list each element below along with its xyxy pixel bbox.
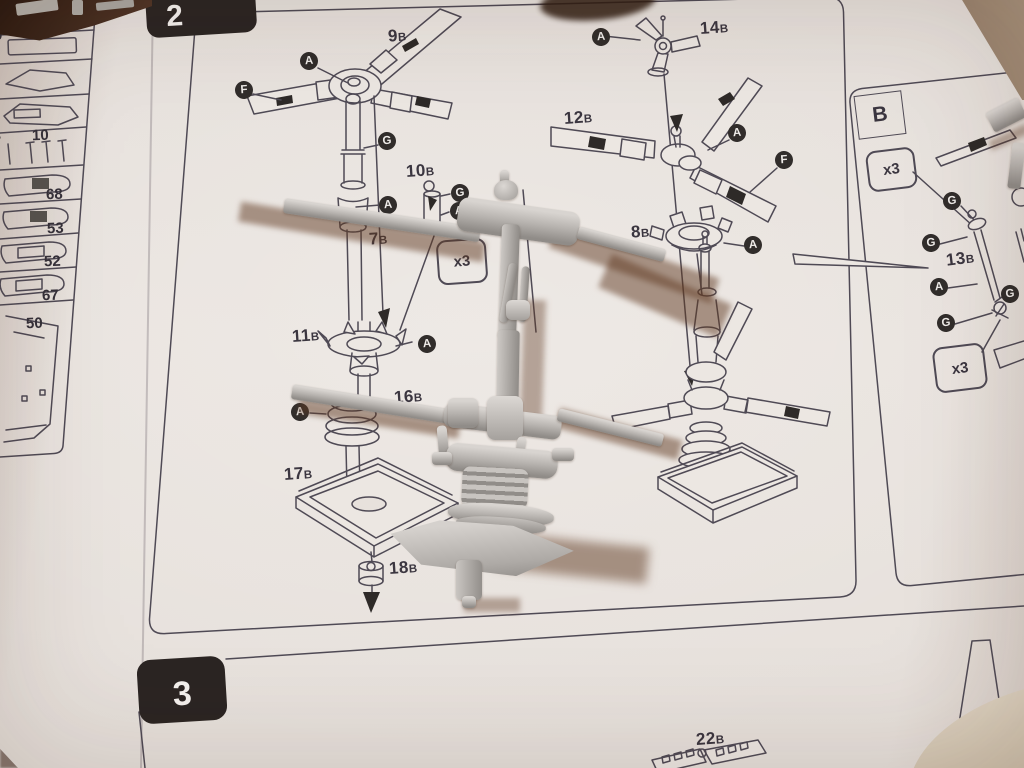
step3-panel-border <box>138 605 1024 768</box>
part-suffix: B <box>965 253 976 267</box>
part-11b-drawing <box>317 321 413 397</box>
part-number: 14 <box>699 17 721 38</box>
part-suffix: B <box>310 331 321 344</box>
part-label-17b: 17B <box>283 463 313 484</box>
sidebar-label-67: 67 <box>41 286 59 305</box>
plastic-blade-grip <box>448 398 478 428</box>
sidebar-label-52: 52 <box>43 252 61 271</box>
part-number: 13 <box>944 248 967 270</box>
part-14b-drawing <box>603 15 701 386</box>
part-number: 18 <box>388 557 410 578</box>
part-suffix: B <box>583 113 593 126</box>
part-suffix: B <box>408 563 418 576</box>
sidebar-label-68: 68 <box>45 185 63 204</box>
part-8b-drawing <box>649 205 745 296</box>
plastic-top-stem <box>500 170 509 186</box>
peg-shadow <box>464 598 520 612</box>
part-suffix: B <box>303 469 313 482</box>
part-number: 10 <box>405 160 427 181</box>
plastic-swashplate-ear <box>552 448 574 461</box>
part-12b-drawing <box>550 77 778 223</box>
plastic-lower-hub <box>487 396 523 440</box>
plastic-swashplate-ear <box>432 452 452 465</box>
part-number: 12 <box>563 107 585 128</box>
part-9b-rotor-drawing <box>246 8 462 120</box>
panel-b-border <box>849 70 1024 587</box>
part-label-13b: 13B <box>945 248 975 269</box>
part-label-18b: 18B <box>388 557 418 578</box>
part-label-12b: 12B <box>563 107 593 128</box>
part-number: 22 <box>695 728 717 749</box>
plastic-link-knuckle <box>506 300 530 320</box>
part-label-10b: 10B <box>405 160 435 181</box>
part-suffix: B <box>719 23 729 36</box>
plastic-top-knob <box>494 180 518 200</box>
part-suffix: B <box>715 734 725 747</box>
pointer-wedge <box>792 253 929 269</box>
multiplier-x3-panel-bottom: x3 <box>931 342 989 394</box>
multiplier-x3-panel-top: x3 <box>864 146 919 193</box>
part-suffix: B <box>397 31 408 44</box>
panel-b-box: B <box>853 90 907 140</box>
part-suffix: B <box>425 166 435 179</box>
step2-badge: 2 <box>144 0 258 39</box>
part-17b-18b-drawing <box>295 457 459 613</box>
part-label-22b: 22B <box>695 728 725 749</box>
part-number: 8 <box>630 221 642 242</box>
step3-part-drawings <box>651 639 1024 768</box>
part-number: 17 <box>283 463 305 484</box>
part-label-8b: 8B <box>630 221 651 242</box>
plastic-peg-tip <box>462 596 476 608</box>
part-suffix: B <box>640 227 651 240</box>
part-label-11b: 11B <box>291 325 321 346</box>
step3-badge: 3 <box>136 655 228 725</box>
sidebar-label-53: 53 <box>46 219 64 238</box>
part-label-9b: 9B <box>387 25 408 46</box>
part-number: 9 <box>387 25 399 46</box>
part-label-14b: 14B <box>699 17 729 38</box>
plastic-bottom-peg <box>456 560 482 600</box>
sidebar-label-50: 50 <box>25 314 43 333</box>
paper-fold <box>140 0 154 768</box>
sidebar-label-10: 10 <box>31 126 49 145</box>
part-number: 11 <box>291 325 312 346</box>
